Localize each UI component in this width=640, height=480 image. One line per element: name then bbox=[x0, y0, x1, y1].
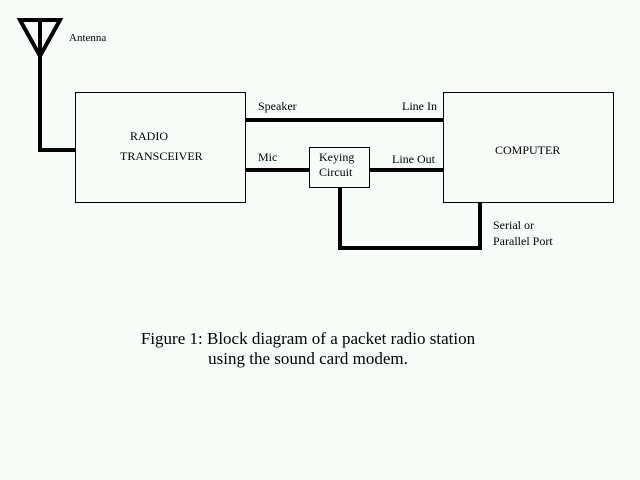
figure-caption-line1: Figure 1: Block diagram of a packet radi… bbox=[140, 329, 476, 348]
computer-label: COMPUTER bbox=[495, 143, 561, 157]
serial-label: Serial or bbox=[493, 218, 534, 232]
keying-circuit-box bbox=[309, 147, 370, 188]
port-control-line bbox=[338, 188, 482, 250]
line-in-label: Line In bbox=[402, 99, 437, 113]
computer-box bbox=[443, 92, 614, 203]
line-out-label: Line Out bbox=[392, 152, 435, 166]
circuit-label: Circuit bbox=[319, 165, 353, 179]
antenna-feed-line bbox=[38, 148, 75, 152]
speaker-label: Speaker bbox=[258, 99, 297, 113]
radio-label: RADIO bbox=[130, 129, 168, 143]
transceiver-label: TRANSCEIVER bbox=[120, 149, 203, 163]
radio-transceiver-box bbox=[75, 92, 246, 203]
mic-label: Mic bbox=[258, 150, 278, 164]
antenna-label: Antenna bbox=[69, 32, 107, 44]
antenna-icon bbox=[16, 18, 64, 150]
figure-caption-line2: using the sound card modem. bbox=[208, 349, 408, 368]
parallel-port-label: Parallel Port bbox=[493, 234, 553, 248]
keying-label: Keying bbox=[319, 150, 355, 164]
